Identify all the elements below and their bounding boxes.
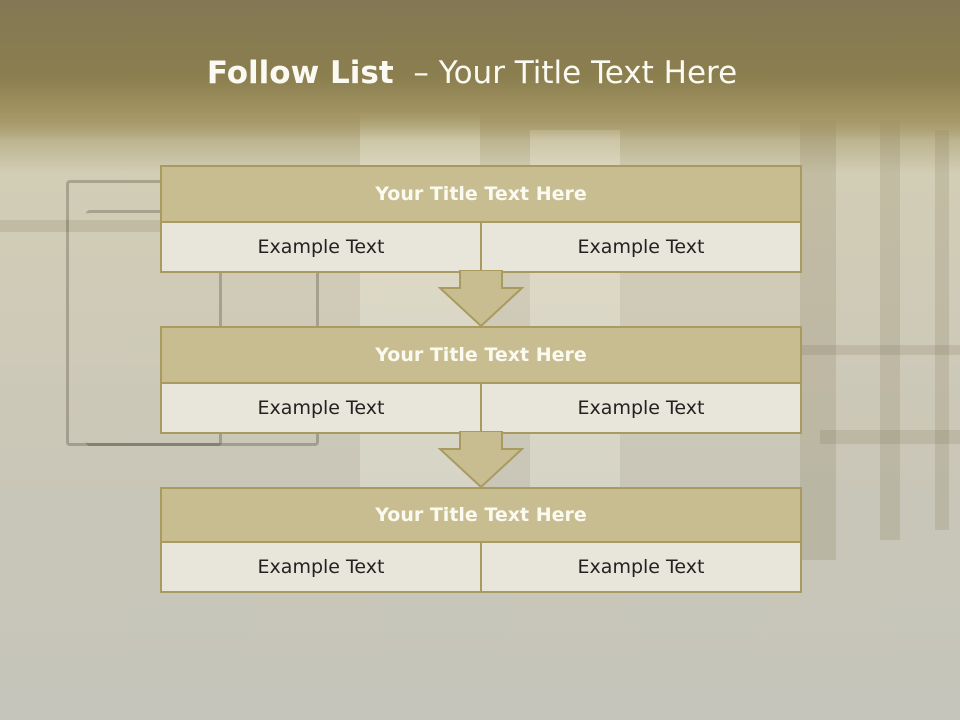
header-band [0,0,960,140]
list-block-right-text: Example Text [482,223,802,273]
list-block-left-text: Example Text [160,384,482,434]
list-block-right-text: Example Text [482,543,802,593]
list-block-left-text: Example Text [160,223,482,273]
list-block-1: Your Title Text Here Example Text Exampl… [160,165,802,273]
list-block-row: Example Text Example Text [160,384,802,434]
list-block-title: Your Title Text Here [160,165,802,223]
list-block-row: Example Text Example Text [160,223,802,273]
list-block-title: Your Title Text Here [160,487,802,543]
list-block-2: Your Title Text Here Example Text Exampl… [160,326,802,434]
slide-title-rest: – Your Title Text Here [413,55,738,91]
down-arrow-icon [438,431,524,489]
list-block-title: Your Title Text Here [160,326,802,384]
slide-title-bold: Follow List [206,55,394,91]
list-block-row: Example Text Example Text [160,543,802,593]
list-block-right-text: Example Text [482,384,802,434]
slide-title: Follow List – Your Title Text Here [0,55,944,91]
down-arrow-icon [438,270,524,328]
list-block-3: Your Title Text Here Example Text Exampl… [160,487,802,593]
list-block-left-text: Example Text [160,543,482,593]
